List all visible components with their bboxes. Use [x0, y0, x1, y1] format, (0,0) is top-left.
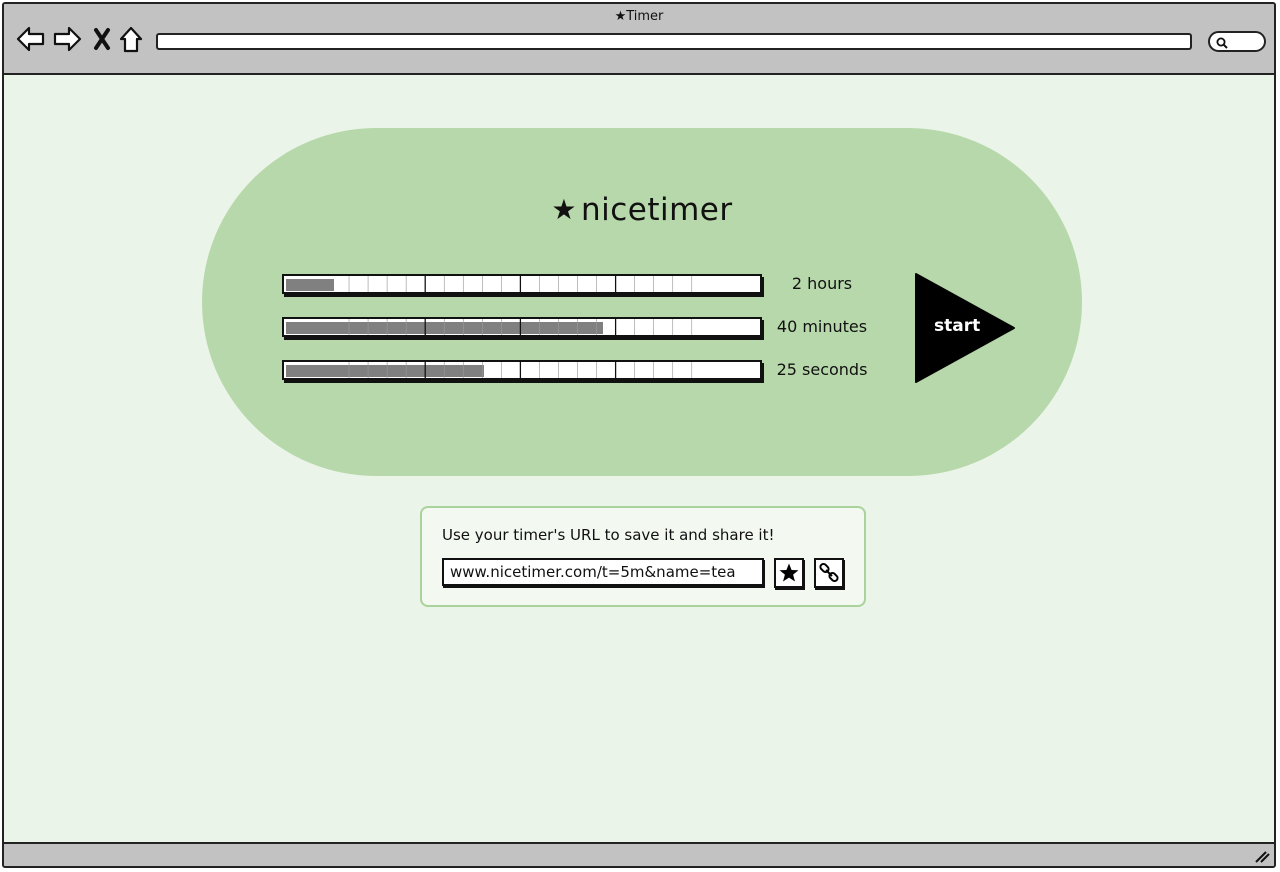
- minutes-slider[interactable]: 40 minutes: [282, 317, 922, 343]
- link-icon: [819, 562, 839, 583]
- minutes-label: 40 minutes: [776, 317, 868, 336]
- search-icon: [1216, 37, 1228, 49]
- timer-url-field[interactable]: [442, 558, 764, 586]
- address-bar[interactable]: [156, 33, 1192, 50]
- window-title: ★Timer: [614, 9, 664, 24]
- hours-slider-fill: [286, 279, 334, 291]
- play-triangle-icon: [915, 273, 1015, 383]
- app-logo: ★nicetimer: [202, 192, 1082, 228]
- seconds-label: 25 seconds: [776, 360, 868, 379]
- resize-grip-icon[interactable]: [1254, 849, 1270, 863]
- minutes-slider-ticks: [348, 319, 693, 335]
- hours-label: 2 hours: [791, 274, 853, 293]
- browser-search-field[interactable]: [1208, 31, 1266, 52]
- hours-slider-track[interactable]: [282, 274, 762, 294]
- logo-text: nicetimer: [580, 192, 733, 228]
- start-label: start: [934, 316, 981, 336]
- forward-arrow-icon[interactable]: [52, 24, 82, 54]
- logo-star-icon: ★: [551, 193, 577, 226]
- share-instructions: Use your timer's URL to save it and shar…: [442, 526, 775, 544]
- copy-link-button[interactable]: [814, 558, 844, 588]
- back-arrow-icon[interactable]: [16, 24, 46, 54]
- seconds-slider-ticks: [348, 362, 693, 378]
- bookmark-button[interactable]: [774, 558, 804, 588]
- hours-slider-ticks: [348, 276, 693, 292]
- home-icon[interactable]: [118, 24, 148, 54]
- title-bar: ★Timer: [4, 4, 1274, 75]
- hours-slider[interactable]: 2 hours: [282, 274, 922, 300]
- status-bar: [4, 842, 1274, 866]
- start-button[interactable]: start: [914, 272, 1018, 384]
- close-icon[interactable]: [90, 24, 120, 54]
- timer-panel: ★nicetimer 2 hours 40 minutes 25 seconds: [202, 128, 1082, 476]
- minutes-slider-track[interactable]: [282, 317, 762, 337]
- share-panel: Use your timer's URL to save it and shar…: [420, 506, 866, 607]
- seconds-slider-fill: [286, 365, 484, 377]
- seconds-slider[interactable]: 25 seconds: [282, 360, 922, 386]
- seconds-slider-track[interactable]: [282, 360, 762, 380]
- star-icon: [779, 563, 799, 582]
